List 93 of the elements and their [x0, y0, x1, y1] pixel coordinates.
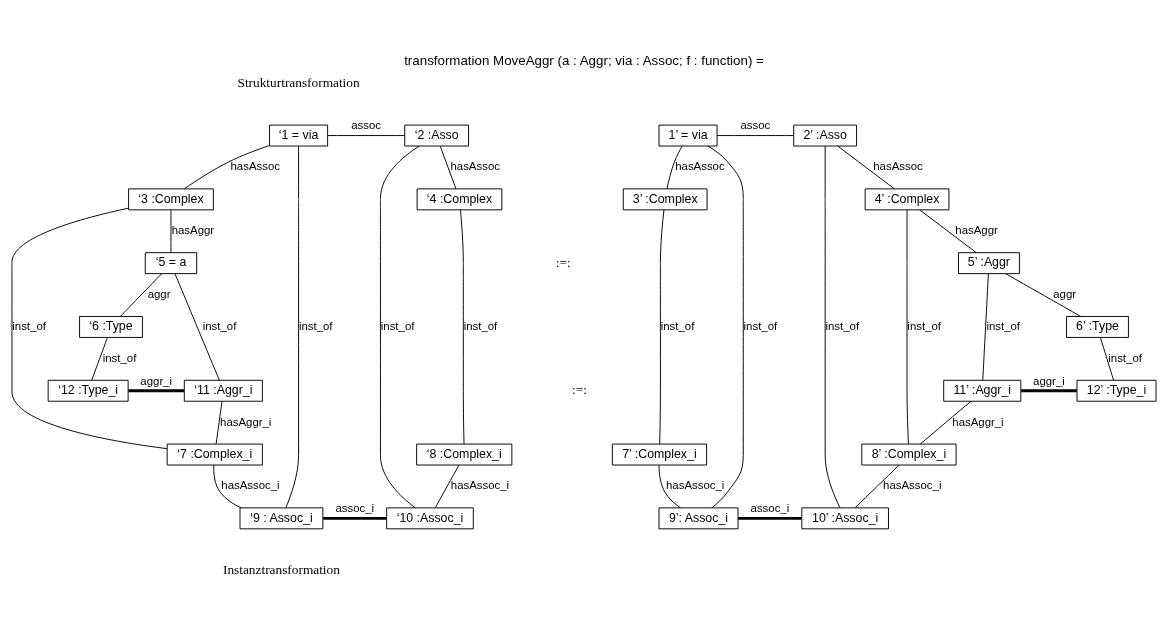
- node-box: 8’ :Complex_i: [861, 443, 957, 466]
- connector: [174, 273, 220, 381]
- connector: [460, 209, 465, 445]
- edge-label: inst_of: [825, 319, 860, 332]
- edge-label: assoc_i: [335, 502, 375, 515]
- node-box: ‘5 = a: [144, 252, 198, 275]
- connector: [666, 145, 683, 190]
- node-box: ‘10 :Assoc_i: [386, 507, 474, 530]
- edge-label: inst_of: [102, 351, 137, 364]
- edge-label: hasAssoc: [675, 160, 725, 173]
- edge-label: hasAssoc_i: [221, 479, 280, 492]
- node-box: ‘4 :Complex: [416, 188, 503, 211]
- edge-label: inst_of: [298, 319, 333, 332]
- connector: [91, 337, 108, 381]
- edge-label: inst_of: [12, 319, 46, 332]
- edge-label: inst_of: [986, 319, 1021, 332]
- edge-label: assoc: [740, 119, 771, 132]
- node-box: ‘9 : Assoc_i: [239, 507, 324, 530]
- node-box: ‘8 :Complex_i: [416, 443, 513, 466]
- connector: [854, 464, 900, 509]
- node-box: 7’ :Complex_i: [611, 443, 708, 466]
- edge-label: inst_of: [202, 319, 237, 332]
- node-box: 5’ :Aggr: [958, 252, 1020, 275]
- edge-label: hasAssoc: [230, 160, 280, 173]
- node-box: 10’ :Assoc_i: [801, 507, 889, 530]
- node-box: 9’: Assoc_i: [658, 507, 739, 530]
- edge-label: inst_of: [907, 319, 941, 332]
- connector: [170, 209, 172, 253]
- node-box: ‘2 :Asso: [404, 124, 469, 147]
- connector: [323, 516, 387, 520]
- connector: [213, 464, 242, 509]
- connector: [982, 273, 989, 381]
- edge-label: hasAggr: [171, 224, 215, 237]
- node-box: 6’ :Type: [1066, 316, 1129, 338]
- edge-label: inst_of: [380, 319, 415, 332]
- connector: [184, 145, 270, 190]
- node-box: 2’ :Asso: [793, 124, 858, 147]
- edge-label: hasAssoc: [873, 160, 923, 173]
- node-box: 4’ :Complex: [864, 188, 950, 211]
- connector: [659, 209, 665, 445]
- connector: [439, 145, 457, 190]
- connector: [1005, 273, 1082, 317]
- connector: [824, 145, 841, 509]
- node-box: 11’ :Aggr_i: [943, 379, 1022, 402]
- connector: [128, 389, 184, 393]
- edge-label: hasAssoc_i: [450, 479, 510, 492]
- connector: [707, 145, 744, 509]
- edge-label: inst_of: [660, 319, 695, 332]
- connector: [658, 464, 681, 509]
- diagram-title: transformation MoveAggr (a : Aggr; via : Assoc; f : function) =: [404, 53, 764, 69]
- connector: [434, 464, 460, 509]
- label: Strukturtransformation: [237, 74, 360, 90]
- edge-label: hasAggr_i: [220, 415, 272, 428]
- connector: [906, 209, 909, 445]
- node-box: ‘1 = via: [269, 124, 329, 147]
- connector: [327, 135, 405, 137]
- connector: [1021, 389, 1077, 393]
- edge-label: hasAssoc_i: [666, 479, 725, 492]
- edge-label: hasAssoc_i: [883, 479, 942, 492]
- edge-label: assoc_i: [750, 502, 790, 515]
- edge-label: inst_of: [463, 319, 498, 332]
- connector: [919, 209, 977, 254]
- connector: [380, 145, 420, 509]
- edge-label: aggr_i: [140, 374, 173, 387]
- label: :=:: [555, 254, 571, 270]
- node-box: 12’ :Type_i: [1076, 379, 1157, 402]
- node-box: ‘12 :Type_i: [47, 379, 129, 402]
- connector: [1099, 337, 1114, 381]
- label: :=:: [572, 382, 587, 398]
- edge-label: hasAssoc: [450, 160, 500, 173]
- connector: [919, 400, 972, 445]
- connector: [285, 145, 300, 509]
- node-box: ‘3 :Complex: [128, 188, 214, 211]
- edge-label: assoc: [351, 119, 382, 132]
- connector: [837, 145, 895, 190]
- connector: [120, 273, 163, 317]
- node-box: ‘11 :Aggr_i: [183, 379, 263, 402]
- edge-label: hasAggr_i: [952, 415, 1004, 428]
- connector: [738, 516, 802, 520]
- node-box: 3’ :Complex: [622, 188, 708, 211]
- edge-label: aggr: [147, 288, 171, 300]
- label: Instanztransformation: [222, 562, 340, 578]
- edge-label: aggr: [1053, 288, 1077, 300]
- node-box: 1’ = via: [658, 124, 718, 147]
- edge-label: hasAggr: [955, 224, 998, 237]
- connector: [215, 400, 223, 445]
- connector: [11, 207, 168, 450]
- edge-label: inst_of: [743, 319, 778, 332]
- edge-label: inst_of: [1108, 351, 1142, 364]
- edge-label: aggr_i: [1033, 374, 1065, 387]
- node-box: ‘7 :Complex_i: [166, 443, 263, 466]
- connector: [716, 135, 795, 137]
- node-box: ‘6 :Type: [79, 316, 143, 338]
